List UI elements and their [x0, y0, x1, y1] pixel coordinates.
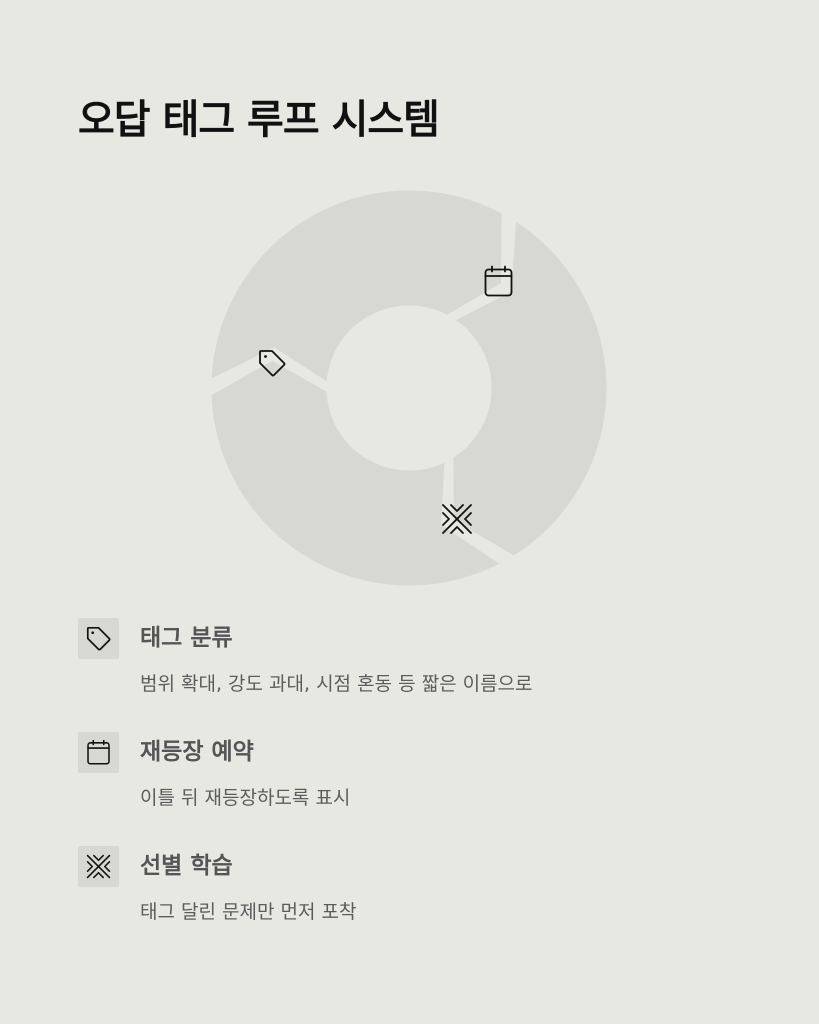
focus-x-icon — [442, 504, 472, 534]
legend-icon-box — [78, 618, 119, 659]
cycle-segment — [445, 213, 612, 562]
calendar-icon — [484, 265, 513, 297]
legend-title: 재등장 예약 — [140, 739, 254, 765]
legend-description: 범위 확대, 강도 과대, 시점 혼동 등 짧은 이름으로 — [140, 673, 533, 695]
legend-item-focus: 선별 학습 태그 달린 문제만 먼저 포착 — [78, 846, 778, 960]
legend-description: 태그 달린 문제만 먼저 포착 — [140, 901, 357, 923]
tag-icon — [86, 626, 111, 651]
legend-description: 이틀 뒤 재등장하도록 표시 — [140, 787, 351, 809]
legend-icon-box — [78, 846, 119, 887]
legend-title: 선별 학습 — [140, 853, 233, 879]
cycle-segments — [206, 185, 612, 591]
legend-title: 태그 분류 — [140, 625, 233, 651]
cycle-segment — [206, 355, 509, 591]
legend-item-calendar: 재등장 예약 이틀 뒤 재등장하도록 표시 — [78, 732, 778, 846]
legend-item-tag: 태그 분류 범위 확대, 강도 과대, 시점 혼동 등 짧은 이름으로 — [78, 618, 778, 732]
legend-icon-box — [78, 732, 119, 773]
calendar-icon — [87, 740, 110, 765]
legend: 태그 분류 범위 확대, 강도 과대, 시점 혼동 등 짧은 이름으로 재등장 … — [78, 618, 778, 960]
page-title: 오답 태그 루프 시스템 — [78, 97, 440, 143]
tag-icon — [259, 350, 286, 377]
cycle-segment — [206, 185, 507, 391]
focus-x-icon — [86, 854, 111, 879]
